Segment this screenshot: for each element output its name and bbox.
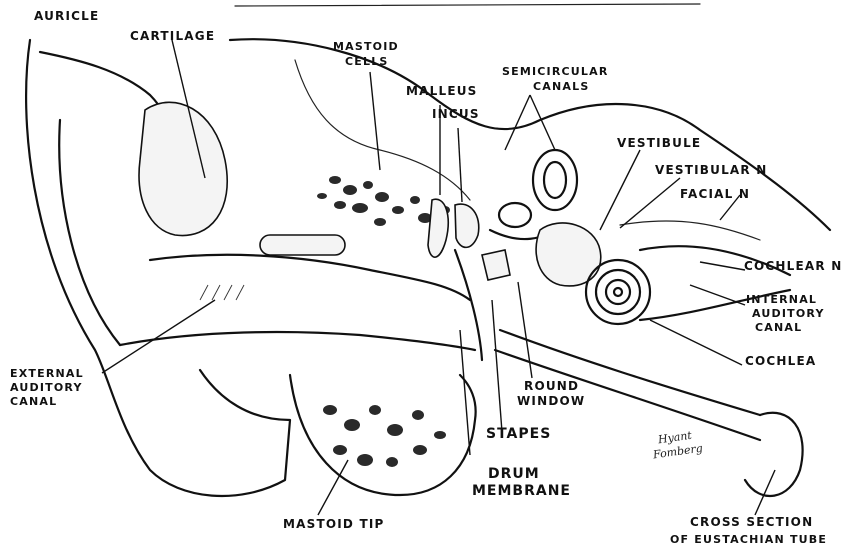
external-canal-upper-wall — [150, 255, 470, 300]
label-drum: Drum — [488, 468, 540, 481]
label-external: External — [10, 367, 84, 380]
label-cochlea: Cochlea — [745, 355, 816, 368]
label-mastoid-tip: Mastoid tip — [283, 518, 385, 531]
label-vestibule: Vestibule — [617, 137, 701, 150]
label-window: window — [517, 395, 585, 408]
stapes-shape — [482, 250, 510, 280]
label-eustachian: of eustachian tube — [670, 533, 827, 546]
cochlea-spiral — [586, 260, 650, 324]
auricle-inner-rim — [59, 120, 120, 345]
label-membrane: membrane — [472, 485, 571, 498]
label-round: Round — [524, 380, 579, 393]
label-cartilage: Cartilage — [130, 30, 215, 43]
external-canal-lower-wall — [120, 332, 475, 350]
drum-membrane-line — [455, 250, 482, 360]
label-canal: canal — [755, 321, 802, 334]
label-mastoid-cells: cells — [345, 55, 389, 68]
label-vestibular-n: Vestibular N — [655, 164, 767, 177]
label-facial-n: Facial N — [680, 188, 750, 201]
incus-shape — [455, 204, 479, 247]
top-border-line — [235, 4, 700, 6]
label-canal-ext: canal — [10, 395, 57, 408]
eustachian-cross-section — [745, 413, 803, 496]
label-incus: Incus — [432, 108, 480, 121]
label-auricle: Auricle — [34, 10, 99, 23]
label-cochlear-n: Cochlear N — [744, 260, 842, 273]
canal-hatching — [200, 285, 244, 300]
ossicles — [428, 199, 510, 280]
label-stapes: Stapes — [486, 428, 551, 441]
label-auditory-ext: auditory — [10, 381, 83, 394]
label-mastoid: Mastoid — [333, 40, 399, 53]
mastoid-tip-outline — [290, 375, 476, 495]
label-auditory: auditory — [752, 307, 825, 320]
label-internal: Internal — [746, 293, 817, 306]
temporal-bone-inner — [295, 60, 470, 200]
label-semicircular-canals: canals — [533, 80, 589, 93]
label-malleus: Malleus — [406, 85, 478, 98]
cartilage-body — [139, 102, 227, 235]
malleus-shape — [428, 199, 448, 257]
label-semicircular: Semicircular — [502, 65, 609, 78]
facial-nerve-line — [620, 221, 760, 240]
canal-cartilage-plate — [260, 235, 345, 255]
label-cross-section: Cross section — [690, 516, 813, 529]
mastoid-tip-cells — [323, 405, 446, 467]
